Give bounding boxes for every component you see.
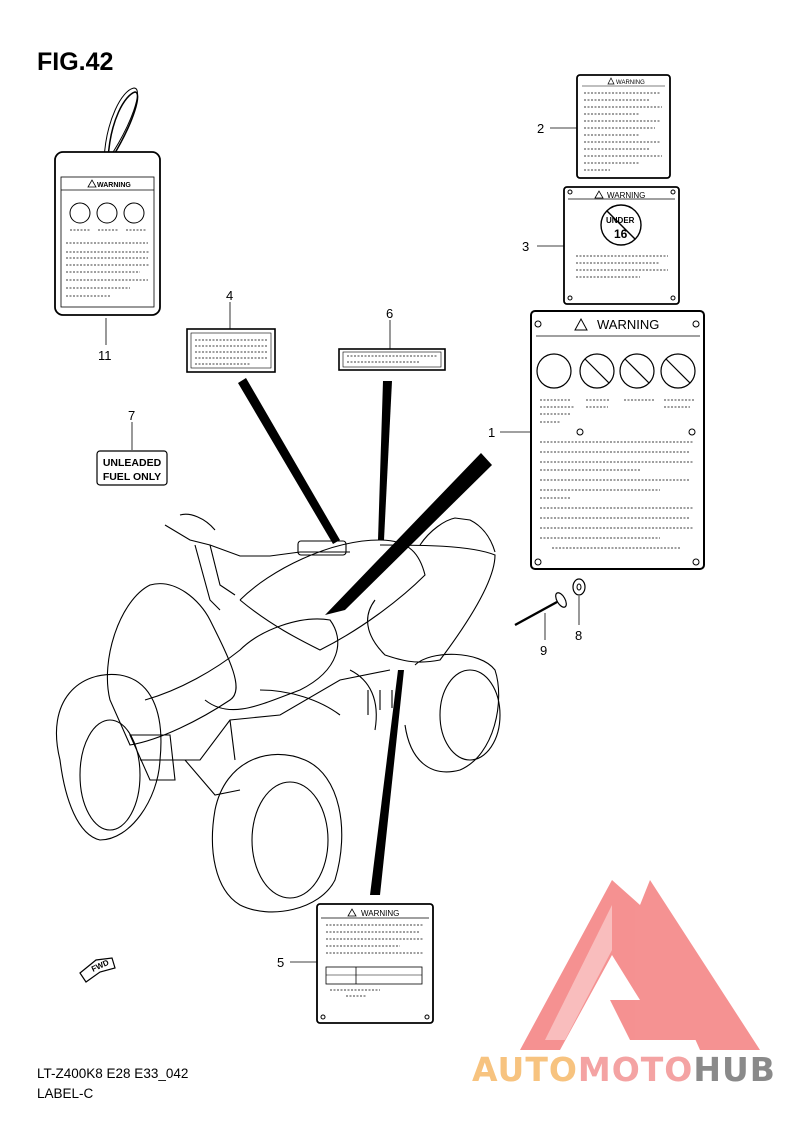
age-warning-label-3: WARNING UNDER 16 [537, 186, 680, 305]
fuel-label-7: UNLEADED FUEL ONLY [96, 422, 168, 486]
section-label: LABEL-C [37, 1086, 94, 1101]
label-6 [338, 320, 446, 371]
age-text-16: 16 [614, 227, 628, 241]
model-code: LT-Z400K8 E28 E33_042 [37, 1066, 189, 1081]
callout-numbers: 1 2 3 4 5 6 7 8 9 11 [98, 121, 582, 970]
brand-auto: AUTO [472, 1050, 578, 1089]
warning-text-3: WARNING [607, 191, 645, 200]
brand-moto: MOTO [577, 1050, 694, 1089]
callout-5: 5 [277, 955, 284, 970]
callout-7: 7 [128, 408, 135, 423]
age-text-under: UNDER [606, 216, 635, 225]
label-4 [186, 302, 276, 373]
callout-3: 3 [522, 239, 529, 254]
watermark-brand: AUTOMOTOHUB [472, 1050, 776, 1089]
warning-text-5: WARNING [361, 909, 399, 918]
rivet-9 [514, 592, 567, 640]
watermark-logo-icon [520, 880, 760, 1050]
washer-8 [572, 578, 586, 625]
figure-title: FIG.42 [37, 48, 114, 76]
warning-text-2: WARNING [616, 80, 645, 86]
pointer-wedges [238, 378, 492, 895]
callout-9: 9 [540, 643, 547, 658]
brand-hub: HUB [693, 1050, 776, 1089]
hang-tag-label-11: WARNING [54, 87, 161, 345]
callout-6: 6 [386, 306, 393, 321]
warning-text: WARNING [97, 182, 131, 189]
callout-11: 11 [98, 348, 112, 363]
warning-label-2: WARNING [550, 74, 671, 179]
atv-outline [55, 513, 501, 913]
warning-label-5: WARNING [290, 903, 434, 1024]
fwd-arrow-icon: FWD [79, 957, 116, 983]
main-warning-label-1: WARNING [500, 310, 705, 570]
callout-8: 8 [575, 628, 582, 643]
fuel-text-unleaded: UNLEADED [103, 457, 162, 469]
callout-1: 1 [488, 425, 495, 440]
callout-4: 4 [226, 288, 233, 303]
warning-text-1: WARNING [597, 317, 659, 332]
callout-2: 2 [537, 121, 544, 136]
fuel-text-only: FUEL ONLY [103, 471, 161, 483]
